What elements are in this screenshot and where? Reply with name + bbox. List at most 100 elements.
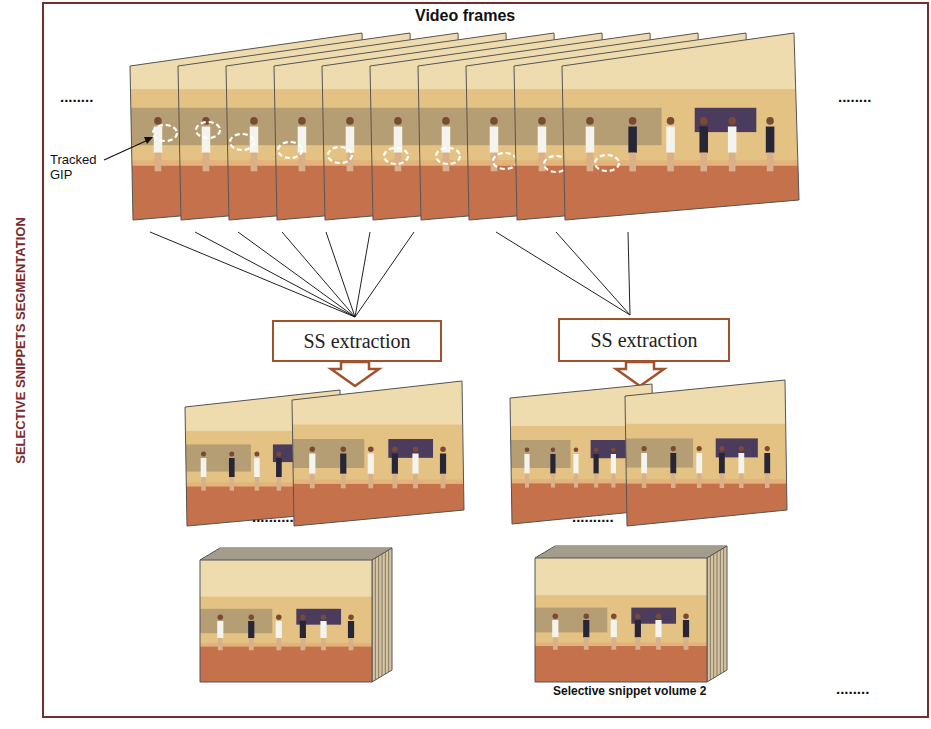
slice-line <box>382 554 383 676</box>
fan-line <box>326 232 355 317</box>
tracked-gip-marker <box>328 147 352 163</box>
player-legs <box>155 153 162 172</box>
player-legs <box>551 474 555 488</box>
player-legs <box>667 153 674 172</box>
box-label: SS extraction <box>590 329 697 352</box>
player-legs <box>767 153 774 172</box>
player-head <box>611 447 616 452</box>
player-head <box>683 614 689 620</box>
slice-line <box>207 556 379 557</box>
player-body <box>217 621 223 638</box>
player-body <box>348 621 354 638</box>
wall <box>625 380 787 526</box>
player-legs <box>739 473 744 488</box>
player-legs <box>249 638 254 650</box>
floor-line <box>535 642 707 646</box>
segmentation-frame: SELECTIVE SNIPPETS SEGMENTATIONSS extrac… <box>42 2 929 718</box>
player-head <box>413 446 419 452</box>
slice-line <box>538 556 710 557</box>
player-head <box>394 117 402 125</box>
player-head <box>766 117 774 125</box>
player-legs <box>203 153 210 172</box>
player-head <box>276 615 282 621</box>
slice-line <box>548 550 720 551</box>
player-body <box>340 454 346 474</box>
player-body <box>766 127 775 153</box>
fan-line <box>496 232 630 315</box>
player-legs <box>395 153 402 172</box>
frame-border <box>625 380 787 526</box>
wall <box>535 558 707 682</box>
box-label: SS extraction <box>303 330 410 353</box>
slice-line <box>378 556 379 678</box>
player-head <box>525 447 530 452</box>
cube-top <box>200 548 392 560</box>
bleachers <box>562 108 662 145</box>
tracked-gip-marker <box>595 155 619 171</box>
player-legs <box>300 638 305 650</box>
continuation-dots: .......... <box>252 508 294 525</box>
bleachers <box>292 439 364 468</box>
player-body <box>309 454 315 474</box>
player-head <box>642 446 647 451</box>
slice-line <box>552 548 724 549</box>
continuation-dots: ........ <box>838 88 871 105</box>
player-legs <box>635 637 640 649</box>
player-head <box>574 447 579 452</box>
player-head <box>341 446 347 452</box>
player-head <box>276 451 281 456</box>
player-head <box>538 117 546 125</box>
frame-scene <box>200 560 372 682</box>
player-head <box>321 615 327 621</box>
fan-line <box>556 232 630 315</box>
player-legs <box>251 153 258 172</box>
player-legs <box>671 473 676 488</box>
player-head <box>671 446 676 451</box>
cube-side <box>707 546 727 682</box>
process-box: SS extraction <box>558 318 730 362</box>
tracked-gip-marker <box>230 134 254 150</box>
floor <box>562 164 799 220</box>
player-body <box>670 453 676 473</box>
slice-line <box>388 550 389 672</box>
player-legs <box>230 477 234 491</box>
player-legs <box>611 637 616 649</box>
floor <box>625 482 787 526</box>
wall <box>292 381 464 526</box>
player-head <box>739 446 744 451</box>
player-legs <box>441 474 446 489</box>
player-head <box>629 117 637 125</box>
player-body <box>611 620 617 637</box>
slice-line <box>717 552 718 676</box>
tracked-gip-marker <box>153 125 177 141</box>
player-head <box>440 446 446 452</box>
player-body <box>628 127 637 153</box>
player-legs <box>276 638 281 650</box>
player-legs <box>584 637 589 649</box>
frame-border <box>562 33 799 220</box>
fan-line <box>238 232 355 317</box>
player-body <box>412 454 418 474</box>
player-head <box>298 117 306 125</box>
continuation-dots: ........ <box>60 88 93 105</box>
tracked-gip-marker <box>278 142 302 158</box>
tracked-gip-marker <box>436 148 460 164</box>
player-head <box>667 117 675 125</box>
player-body <box>248 621 254 638</box>
player-head <box>728 117 736 125</box>
frame-scene <box>535 558 707 682</box>
player-head <box>229 451 234 456</box>
player-legs <box>525 474 529 488</box>
player-body <box>635 620 641 637</box>
player-body <box>538 127 547 153</box>
slice-line <box>720 550 721 674</box>
player-legs <box>321 638 326 650</box>
slice-line <box>210 554 382 555</box>
fan-line <box>628 232 630 315</box>
down-arrow <box>616 362 664 386</box>
bleachers <box>625 438 693 467</box>
frame-scene <box>292 381 464 526</box>
continuation-dots: ........ <box>836 680 869 697</box>
cube-top <box>535 546 727 558</box>
fan-line <box>195 232 355 317</box>
